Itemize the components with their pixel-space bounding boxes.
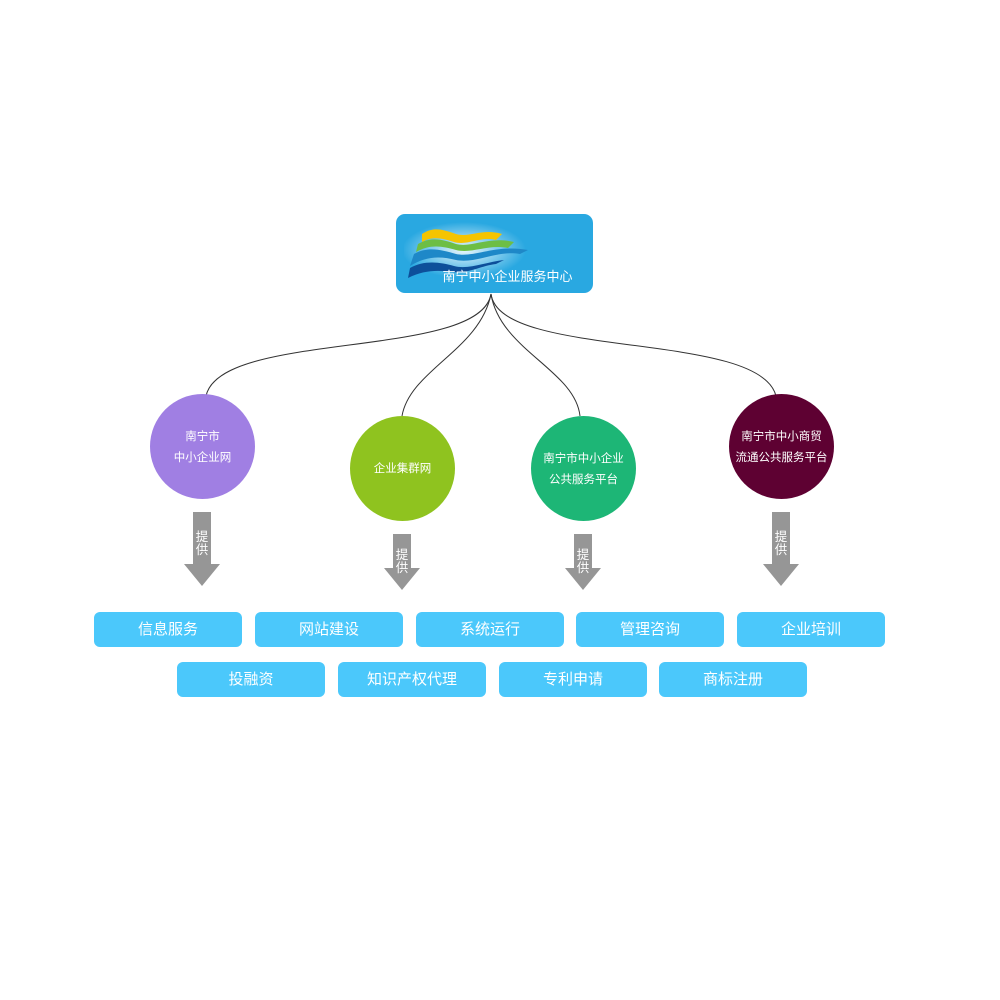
flag-ribbon-logo-icon [404,222,528,278]
service-information[interactable]: 信息服务 [94,612,242,647]
platform-node-sme-network[interactable]: 南宁市 中小企业网 [150,394,255,499]
platform-label-line2: 公共服务平台 [549,471,618,486]
service-center-title: 南宁中小企业服务中心 [442,270,573,285]
arrow-label-bottom: 供 [195,542,209,557]
platform-label-line2: 中小企业网 [173,449,232,464]
provide-arrow-4: 提 供 [763,512,799,586]
service-website-building[interactable]: 网站建设 [255,612,403,647]
service-patent-application[interactable]: 专利申请 [499,662,647,697]
service-financing[interactable]: 投融资 [177,662,325,697]
arrow-label-top: 提 [395,547,409,562]
arrow-down-icon [763,564,799,586]
platform-label-line1: 南宁市 [185,428,220,443]
platform-label-line1: 南宁市中小商贸 [741,428,822,443]
service-trademark-registration[interactable]: 商标注册 [659,662,807,697]
arrow-down-icon [184,564,220,586]
service-center-header: 南宁中小企业服务中心 [396,214,593,293]
arrow-label-top: 提 [576,547,590,562]
arrow-label-bottom: 供 [395,560,409,575]
platform-label-line1: 企业集群网 [373,461,432,475]
arrow-label-top: 提 [195,529,209,544]
platform-node-trade-circulation[interactable]: 南宁市中小商贸 流通公共服务平台 [729,394,834,499]
arrow-down-icon [384,568,420,590]
service-management-consulting[interactable]: 管理咨询 [576,612,724,647]
provide-arrow-1: 提 供 [184,512,220,586]
connector-to-platform-3 [490,293,581,417]
platform-label-line1: 南宁市中小企业 [543,450,624,465]
arrow-label-top: 提 [774,529,788,544]
connector-to-platform-1 [205,293,492,397]
platform-label-line2: 流通公共服务平台 [735,449,828,464]
service-ip-agency[interactable]: 知识产权代理 [338,662,486,697]
connector-to-platform-2 [401,293,492,417]
provide-arrow-2: 提 供 [384,534,420,590]
platform-node-sme-public-service[interactable]: 南宁市中小企业 公共服务平台 [531,416,636,521]
arrow-down-icon [565,568,601,590]
arrow-label-bottom: 供 [774,542,788,557]
arrow-label-bottom: 供 [576,560,590,575]
service-system-operation[interactable]: 系统运行 [416,612,564,647]
provide-arrow-3: 提 供 [565,534,601,590]
service-enterprise-training[interactable]: 企业培训 [737,612,885,647]
connector-to-platform-4 [490,293,777,397]
platform-node-cluster-network[interactable]: 企业集群网 [350,416,455,521]
